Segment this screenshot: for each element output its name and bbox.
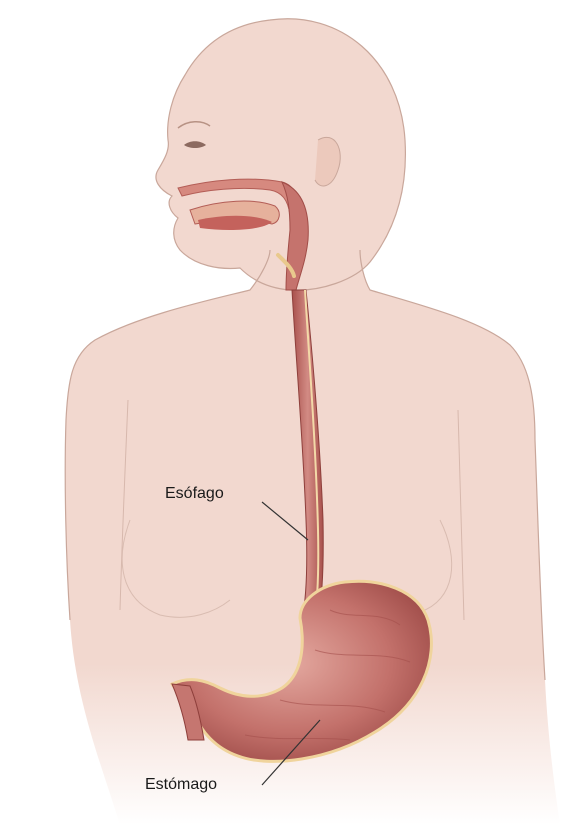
head-silhouette [156,19,405,290]
stomach-label: Estómago [145,777,217,793]
esophagus-label: Esófago [165,486,224,502]
